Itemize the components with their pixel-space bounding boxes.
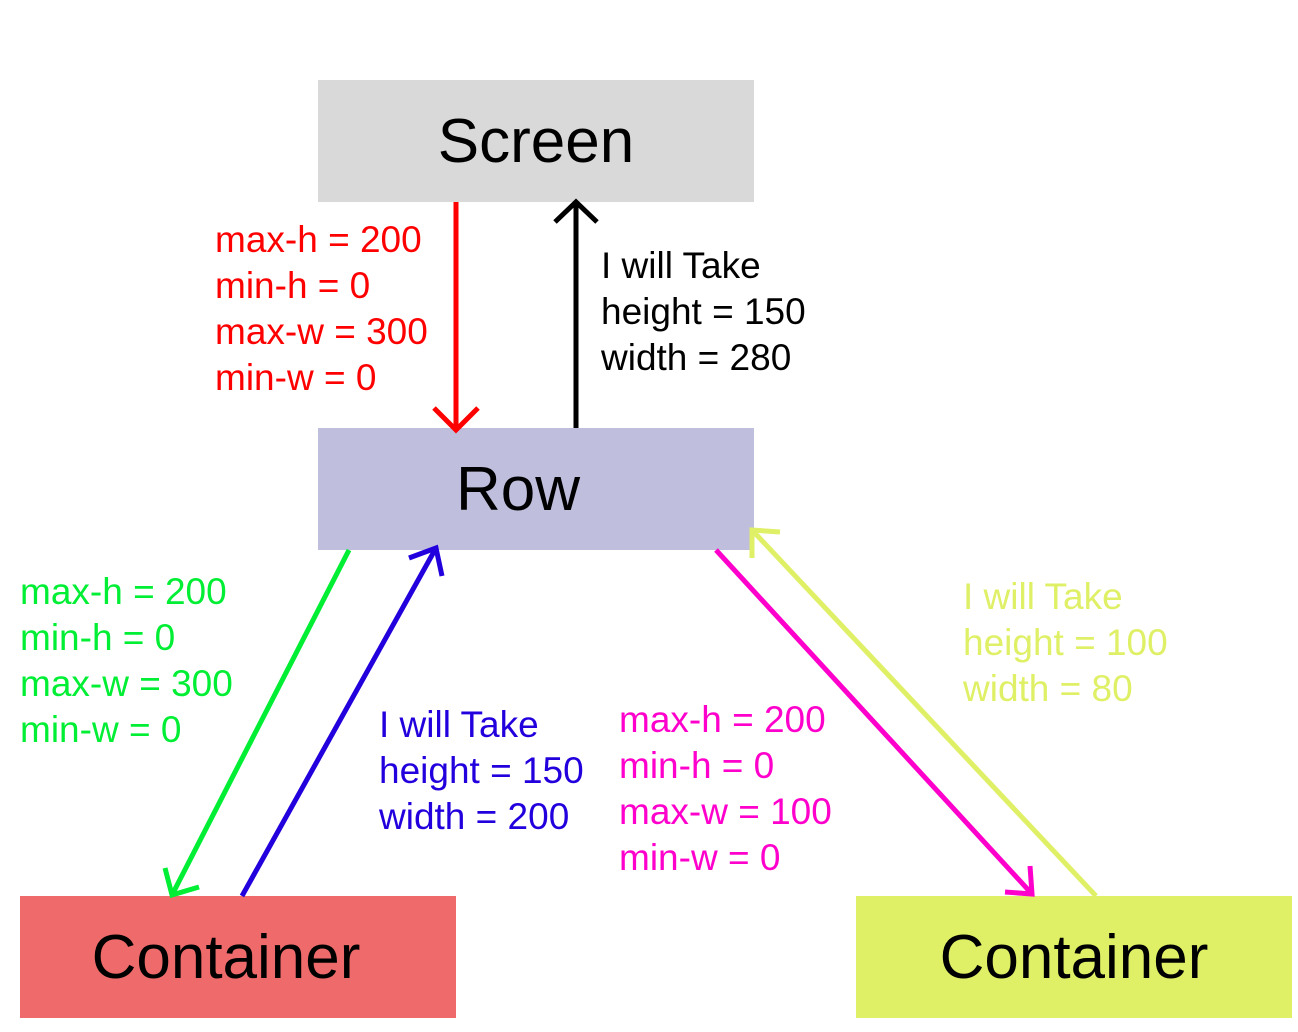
row-node: Row bbox=[318, 428, 754, 550]
label-row-to-container-left: max-h = 200 min-h = 0 max-w = 300 min-w … bbox=[20, 569, 233, 753]
container-left-node-label: Container bbox=[91, 922, 361, 992]
label-line: I will Take bbox=[379, 704, 539, 745]
label-line: min-w = 0 bbox=[619, 837, 781, 878]
label-row-to-screen: I will Take height = 150 width = 280 bbox=[601, 243, 806, 381]
label-container-left-to-row: I will Take height = 150 width = 200 bbox=[379, 702, 584, 840]
label-line: max-w = 100 bbox=[619, 791, 832, 832]
screen-node-label: Screen bbox=[437, 106, 635, 176]
label-line: max-w = 300 bbox=[20, 663, 233, 704]
label-line: max-h = 200 bbox=[619, 699, 826, 740]
arrow-row-to-container-right bbox=[714, 548, 1035, 897]
arrow-container-right-to-row bbox=[749, 527, 1098, 898]
label-line: width = 200 bbox=[379, 796, 570, 837]
row-node-label: Row bbox=[455, 454, 581, 524]
label-line: max-w = 300 bbox=[215, 311, 428, 352]
label-line: height = 100 bbox=[963, 622, 1168, 663]
screen-node: Screen bbox=[318, 80, 754, 202]
label-screen-to-row: max-h = 200 min-h = 0 max-w = 300 min-w … bbox=[215, 217, 428, 401]
label-line: width = 280 bbox=[601, 337, 792, 378]
container-right-node-label: Container bbox=[939, 922, 1209, 992]
label-line: I will Take bbox=[601, 245, 761, 286]
label-line: min-w = 0 bbox=[215, 357, 377, 398]
arrow-row-to-screen bbox=[553, 198, 599, 428]
label-line: max-h = 200 bbox=[20, 571, 227, 612]
label-line: height = 150 bbox=[601, 291, 806, 332]
label-row-to-container-right: max-h = 200 min-h = 0 max-w = 100 min-w … bbox=[619, 697, 832, 881]
label-line: min-h = 0 bbox=[215, 265, 371, 306]
label-container-right-to-row: I will Take height = 100 width = 80 bbox=[963, 574, 1168, 712]
label-line: min-w = 0 bbox=[20, 709, 182, 750]
arrow-screen-to-row bbox=[432, 202, 480, 434]
arrow-row-to-container-left bbox=[162, 548, 352, 899]
label-line: min-h = 0 bbox=[619, 745, 775, 786]
container-right-node: Container bbox=[856, 896, 1292, 1018]
label-line: height = 150 bbox=[379, 750, 584, 791]
container-left-node: Container bbox=[20, 896, 456, 1018]
arrow-container-left-to-row bbox=[239, 544, 445, 898]
label-line: width = 80 bbox=[963, 668, 1133, 709]
label-line: I will Take bbox=[963, 576, 1123, 617]
label-line: min-h = 0 bbox=[20, 617, 176, 658]
label-line: max-h = 200 bbox=[215, 219, 422, 260]
